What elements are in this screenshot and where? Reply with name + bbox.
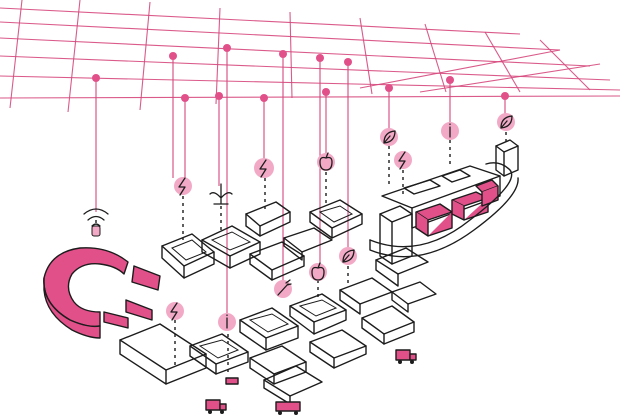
apple-icon (317, 152, 335, 171)
apple-icon (309, 262, 327, 281)
lightning-icon (174, 177, 192, 196)
info-icon (218, 313, 236, 331)
truck-icon (205, 399, 227, 414)
courtyard-blocks (119, 199, 437, 405)
network-grid (0, 0, 621, 113)
bus-icon (275, 401, 301, 415)
plant-icon (209, 183, 233, 205)
truck-icon (395, 349, 417, 364)
lightning-icon (394, 151, 412, 170)
grid-nodes (92, 44, 509, 102)
leaf-icon (380, 128, 398, 146)
carrot-icon (274, 279, 292, 298)
car-icon (225, 377, 239, 385)
leaf-icon (339, 247, 357, 265)
drop-lines (95, 48, 506, 320)
lightning-icon (166, 302, 184, 321)
lightning-icon (254, 158, 274, 178)
curved-building (43, 247, 161, 339)
wifi-icon (83, 208, 109, 237)
right-cluster (369, 139, 519, 258)
info-icon (441, 122, 459, 140)
leaf-icon (497, 113, 515, 131)
